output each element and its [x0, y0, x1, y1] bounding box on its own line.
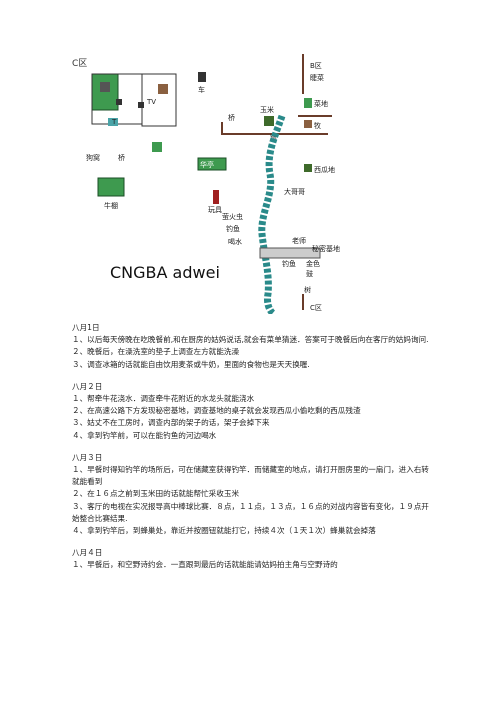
small-box-green — [152, 142, 162, 152]
map-label-cow: 牛棚 — [104, 201, 118, 210]
workshop-block — [197, 157, 227, 171]
map-label-dog: 狗窝 — [86, 153, 100, 162]
bath-marker — [108, 118, 118, 126]
day-3-title: 八月３日 — [72, 452, 103, 462]
village-map: C区 TV T 车 狗窝 桥 牛棚 华亭 玩具 萤火虫 钓鱼 喝水 玉米 窝 桥… — [72, 54, 340, 314]
map-label-tv: TV — [146, 98, 156, 106]
fridge-marker — [116, 99, 122, 105]
map-label-diaoyu2: 钓鱼 — [282, 259, 296, 268]
pasture-box — [304, 120, 312, 128]
map-label-a: 车 — [198, 85, 205, 94]
map-label-ying: 萤火虫 — [222, 212, 243, 221]
day-4-title: 八月４日 — [72, 548, 103, 558]
day-3-item-1: １、早餐时得知钓竿的场所后，可在储藏室获得钓竿．而储藏室的地点，请打开厨房里的一… — [72, 465, 429, 487]
day-3-item-3: ３、客厅的电视在实况报导高中棒球比赛．８点，１１点，１３点，１６点的对战内容皆有… — [72, 501, 429, 523]
day-1-item-2: ２、晚餐后，在澡洗室的垫子上调查左方就能洗澡 — [72, 347, 240, 357]
day-2-item-1: １、帮牵牛花浇水．调查牵牛花附近的水龙头就能浇水 — [72, 394, 255, 404]
map-label-mimi: 秘密基地 — [312, 244, 340, 253]
map-label-bridge: 桥 — [118, 153, 125, 162]
map-label-jin: 金色 — [306, 259, 320, 268]
day-1-item-1: １、以后每天傍晚在吃晚餐前,和在厨房的姑妈说话,就会有菜单猜迷．答案可于晚餐后向… — [72, 335, 429, 345]
map-label-qiao: 桥 — [228, 113, 235, 122]
room-dark — [100, 82, 110, 92]
day-1-item-3: ３、调查冰箱的话就能自由饮用麦茶或牛奶，里面的食物也是天天换喔. — [72, 359, 310, 369]
river — [258, 114, 286, 314]
guide-text: 八月1日 １、以后每天傍晚在吃晚餐前,和在厨房的姑妈说话,就会有菜单猜迷．答案可… — [72, 322, 432, 572]
cow-shed — [97, 177, 125, 197]
room-brown — [158, 84, 168, 94]
map-label-yishe: 睫菜 — [310, 73, 324, 82]
watermelon-box — [304, 164, 312, 172]
day-3-item-2: ２、在１６点之前到玉米田的话就能帮忙采收玉米 — [72, 489, 240, 499]
map-label-yangzhi: 菜地 — [314, 99, 328, 108]
day-2-item-3: ３、姑丈不在工房时，调查内部的架子的话，架子会掉下来 — [72, 418, 270, 428]
day-2-title: 八月２日 — [72, 381, 103, 391]
red-marker — [213, 190, 219, 204]
map-label-wo: 窝 — [270, 133, 277, 142]
road-upper — [221, 122, 328, 135]
map-label-b-top: B区 — [310, 62, 322, 70]
day-1-title: 八月1日 — [72, 323, 100, 332]
map-label-xigua: 西瓜地 — [314, 165, 335, 174]
day-2-item-4: ４、拿到钓竿前，可以在能钓鱼的河边喝水 — [72, 430, 217, 440]
garden-box — [304, 98, 312, 108]
map-label-huaxue: 华亭 — [200, 160, 214, 169]
map-label-heshui: 喝水 — [228, 237, 242, 246]
house-outline-east — [141, 73, 177, 127]
corn-box — [264, 116, 274, 126]
shed-marker — [198, 72, 206, 82]
map-label-c-top: C区 — [72, 58, 87, 69]
map-label-diaoyu: 钓鱼 — [226, 224, 240, 233]
map-label-gu: 鼓 — [306, 269, 313, 278]
bridge-lower — [259, 247, 321, 259]
day-4-item-1: １、早餐后，和空野诗约会．一直跟到最后的话就能能请姑妈拍主角与空野诗的 — [72, 560, 338, 570]
watermark-text: CNGBA adwei — [110, 263, 220, 282]
map-label-ushu: 树 — [304, 285, 311, 294]
day-2-item-2: ２、在高速公路下方发现秘密基地，调查基地的桌子就会发现西瓜小偷吃剩的西瓜残渣 — [72, 406, 361, 416]
map-label-dage-left: 玩具 — [208, 206, 222, 214]
map-label-laoshi: 老师 — [292, 236, 306, 245]
tv-marker — [138, 102, 144, 108]
map-label-yu: 玉米 — [260, 105, 274, 114]
day-3-item-4: ４、拿到钓竿后，到蜂巢处，靠近并按圈钮就能打它，持续４次（１天１次）蜂巢就会掉落 — [72, 526, 376, 536]
map-label-t: T — [111, 118, 117, 126]
map-label-dage: 大哥哥 — [284, 187, 305, 196]
map-label-mu: 牧 — [314, 121, 321, 130]
map-label-c-bottom: C区 — [310, 304, 322, 312]
